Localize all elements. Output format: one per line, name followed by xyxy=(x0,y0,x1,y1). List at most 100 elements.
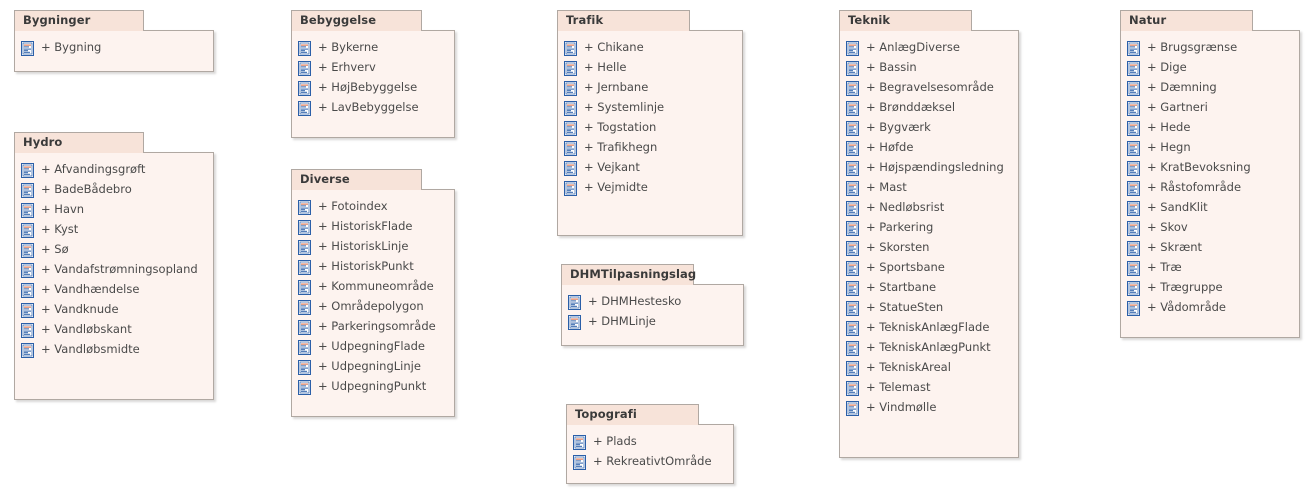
class-item[interactable]: + Systemlinje xyxy=(564,98,736,118)
class-item[interactable]: + DHMLinje xyxy=(568,312,737,332)
class-item[interactable]: + Højspændingsledning xyxy=(846,158,1012,178)
class-item[interactable]: + Kyst xyxy=(21,220,207,240)
package-teknik[interactable]: Teknik + AnlægDiverse+ Bassin+ Begravelse… xyxy=(839,10,1019,458)
class-item[interactable]: + AnlægDiverse xyxy=(846,38,1012,58)
class-item[interactable]: + Sportsbane xyxy=(846,258,1012,278)
class-item[interactable]: + Dæmning xyxy=(1127,78,1293,98)
class-icon xyxy=(846,300,859,316)
class-item[interactable]: + LavBebyggelse xyxy=(298,98,448,118)
class-item[interactable]: + HistoriskPunkt xyxy=(298,257,448,277)
class-icon xyxy=(573,434,586,450)
class-item[interactable]: + Jernbane xyxy=(564,78,736,98)
package-hydro[interactable]: Hydro + Afvandingsgrøft+ BadeBådebro+ Hav… xyxy=(14,132,214,400)
class-item[interactable]: + Erhverv xyxy=(298,58,448,78)
class-item[interactable]: + Telemast xyxy=(846,378,1012,398)
package-diverse[interactable]: Diverse+ Fotoindex+ HistoriskFlade+ Hist… xyxy=(291,169,455,417)
package-dhmtilpasningslag[interactable]: DHMTilpasningslag + DHMHestesko + DHMLinje xyxy=(561,264,744,346)
class-item[interactable]: + SandKlit xyxy=(1127,198,1293,218)
class-item[interactable]: + Dige xyxy=(1127,58,1293,78)
class-item[interactable]: + TekniskAnlægPunkt xyxy=(846,338,1012,358)
class-item[interactable]: + Fotoindex xyxy=(298,197,448,217)
class-item-label: + Helle xyxy=(584,60,627,75)
class-item[interactable]: + Bygværk xyxy=(846,118,1012,138)
package-bebyggelse[interactable]: Bebyggelse + Bykerne+ Erhverv+ HøjBebygge… xyxy=(291,10,455,138)
class-item[interactable]: + Togstation xyxy=(564,118,736,138)
class-item[interactable]: + Brønddæksel xyxy=(846,98,1012,118)
class-item[interactable]: + Gartneri xyxy=(1127,98,1293,118)
class-item[interactable]: + Vejkant xyxy=(564,158,736,178)
class-icon xyxy=(21,40,34,56)
package-topografi[interactable]: Topografi + Plads+ RekreativtOmråde xyxy=(566,404,734,484)
class-item[interactable]: + Vandhændelse xyxy=(21,280,207,300)
class-icon xyxy=(21,282,34,298)
class-item[interactable]: + Startbane xyxy=(846,278,1012,298)
class-item[interactable]: + Skov xyxy=(1127,218,1293,238)
class-item[interactable]: + TekniskAreal xyxy=(846,358,1012,378)
package-tab[interactable]: Hydro xyxy=(14,132,144,153)
package-tab[interactable]: Teknik xyxy=(839,10,972,31)
class-item[interactable]: + Vådområde xyxy=(1127,298,1293,318)
class-item[interactable]: + Vindmølle xyxy=(846,398,1012,418)
class-item[interactable]: + Helle xyxy=(564,58,736,78)
package-bygninger[interactable]: Bygninger + Bygning xyxy=(14,10,214,72)
class-item[interactable]: + Træ xyxy=(1127,258,1293,278)
class-item[interactable]: + DHMHestesko xyxy=(568,292,737,312)
class-item[interactable]: + Bykerne xyxy=(298,38,448,58)
class-item[interactable]: + Råstofområde xyxy=(1127,178,1293,198)
package-tab[interactable]: Diverse xyxy=(291,169,422,190)
package-body: + Bygning xyxy=(14,30,214,72)
class-item[interactable]: + KratBevoksning xyxy=(1127,158,1293,178)
class-item[interactable]: + Vejmidte xyxy=(564,178,736,198)
class-item[interactable]: + Kommuneområde xyxy=(298,277,448,297)
class-item[interactable]: + Hede xyxy=(1127,118,1293,138)
class-item[interactable]: + RekreativtOmråde xyxy=(573,452,727,472)
class-item[interactable]: + Begravelsesområde xyxy=(846,78,1012,98)
class-icon xyxy=(846,80,859,96)
class-item[interactable]: + Vandløbsmidte xyxy=(21,340,207,360)
class-item[interactable]: + Nedløbsrist xyxy=(846,198,1012,218)
class-icon xyxy=(846,60,859,76)
class-item[interactable]: + Parkeringsområde xyxy=(298,317,448,337)
class-item[interactable]: + UdpegningFlade xyxy=(298,337,448,357)
class-item[interactable]: + Parkering xyxy=(846,218,1012,238)
class-item[interactable]: + Vandløbskant xyxy=(21,320,207,340)
package-tab[interactable]: Trafik xyxy=(557,10,690,31)
class-item[interactable]: + Afvandingsgrøft xyxy=(21,160,207,180)
package-tab[interactable]: Bygninger xyxy=(14,10,144,31)
package-tab[interactable]: DHMTilpasningslag xyxy=(561,264,696,285)
class-icon xyxy=(298,339,311,355)
class-item[interactable]: + Trægruppe xyxy=(1127,278,1293,298)
class-item[interactable]: + Havn xyxy=(21,200,207,220)
package-natur[interactable]: Natur + Brugsgrænse+ Dige+ Dæmning+ Gartn… xyxy=(1120,10,1300,338)
class-item-label: + DHMHestesko xyxy=(588,294,682,309)
class-item[interactable]: + Plads xyxy=(573,432,727,452)
class-item[interactable]: + Mast xyxy=(846,178,1012,198)
package-tab[interactable]: Bebyggelse xyxy=(291,10,422,31)
class-item[interactable]: + Bygning xyxy=(21,38,207,58)
package-trafik[interactable]: Trafik + Chikane + Helle + Jernbane+ System… xyxy=(557,10,743,236)
class-item[interactable]: + HistoriskFlade xyxy=(298,217,448,237)
class-item[interactable]: + BadeBådebro xyxy=(21,180,207,200)
class-item-label: + Vejkant xyxy=(584,160,640,175)
class-item[interactable]: + StatueSten xyxy=(846,298,1012,318)
class-item[interactable]: + HøjBebyggelse xyxy=(298,78,448,98)
class-item[interactable]: + HistoriskLinje xyxy=(298,237,448,257)
class-icon xyxy=(1127,120,1140,136)
class-item[interactable]: + Trafikhegn xyxy=(564,138,736,158)
class-item[interactable]: + Bassin xyxy=(846,58,1012,78)
class-item[interactable]: + Sø xyxy=(21,240,207,260)
class-item[interactable]: + UdpegningLinje xyxy=(298,357,448,377)
class-item[interactable]: + Vandknude xyxy=(21,300,207,320)
package-tab[interactable]: Topografi xyxy=(566,404,699,425)
class-item[interactable]: + Brugsgrænse xyxy=(1127,38,1293,58)
class-item[interactable]: + Hegn xyxy=(1127,138,1293,158)
package-tab[interactable]: Natur xyxy=(1120,10,1253,31)
class-item[interactable]: + Skrænt xyxy=(1127,238,1293,258)
class-item[interactable]: + Skorsten xyxy=(846,238,1012,258)
class-item[interactable]: + UdpegningPunkt xyxy=(298,377,448,397)
class-item[interactable]: + Vandafstrømningsopland xyxy=(21,260,207,280)
class-item[interactable]: + TekniskAnlægFlade xyxy=(846,318,1012,338)
class-item[interactable]: + Chikane xyxy=(564,38,736,58)
class-item[interactable]: + Områdepolygon xyxy=(298,297,448,317)
class-item[interactable]: + Høfde xyxy=(846,138,1012,158)
